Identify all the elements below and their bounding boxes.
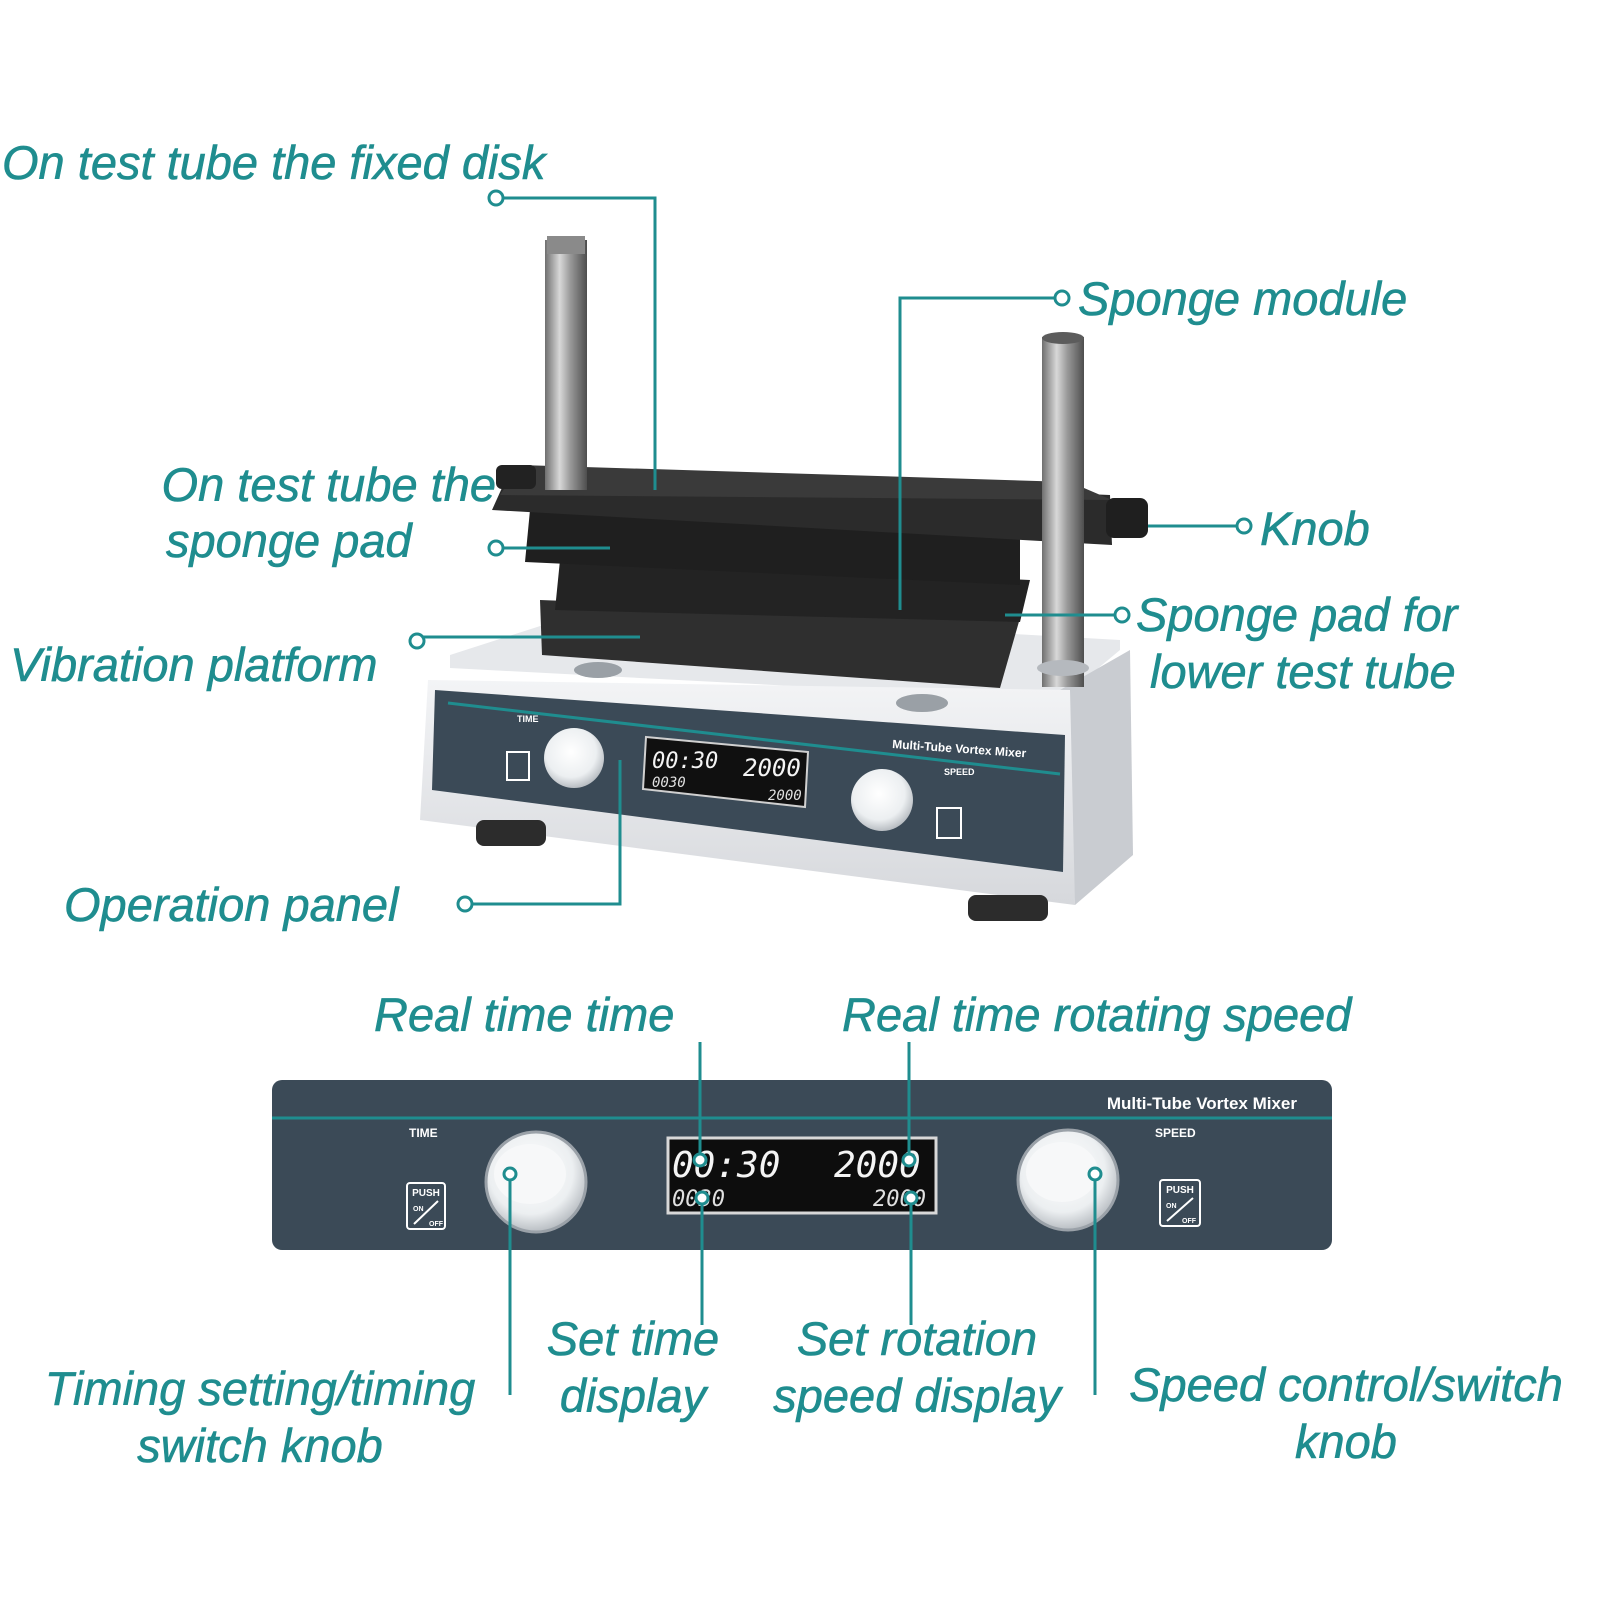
label-fixed-disk: On test tube the fixed disk bbox=[2, 136, 546, 190]
leader-dot-operation-panel bbox=[456, 895, 474, 913]
lower-leader-lines bbox=[502, 1042, 1103, 1395]
leader-dot-knob bbox=[1235, 517, 1253, 535]
lcd-time-real: 00:30 bbox=[672, 1145, 780, 1186]
right-rod-top bbox=[1042, 332, 1084, 344]
leader-dot-vibration-platform bbox=[408, 632, 426, 650]
small-lcd-speed-set: 2000 bbox=[768, 788, 802, 804]
time-push-switch-frame[interactable] bbox=[406, 1182, 446, 1230]
panel-closeup: Multi-Tube Vortex Mixer TIME SPEED PUSH … bbox=[272, 1080, 1332, 1250]
label-set-rotation-display: Set rotation speed display bbox=[773, 1312, 1061, 1423]
lcd-display[interactable] bbox=[666, 1136, 938, 1215]
fixed-disk-top bbox=[500, 465, 1112, 500]
leader-dot-sponge-module bbox=[1053, 289, 1071, 307]
leader-dot-timing-knob bbox=[502, 1166, 518, 1182]
time-push-label: PUSH bbox=[412, 1188, 440, 1199]
leader-fixed-disk bbox=[503, 196, 657, 490]
label-sponge-pad-lower: Sponge pad for lower test tube bbox=[1136, 588, 1458, 699]
time-knob[interactable] bbox=[544, 728, 604, 788]
leader-dot-speed-knob bbox=[1087, 1166, 1103, 1182]
base-foot bbox=[476, 820, 546, 846]
leader-operation-panel bbox=[472, 760, 622, 906]
speed-push-button[interactable] bbox=[936, 807, 962, 839]
panel-accent-line bbox=[447, 701, 1061, 776]
time-push-slash bbox=[413, 1200, 439, 1225]
small-lcd-speed-real: 2000 bbox=[743, 754, 801, 782]
panel-closeup-device-name: Multi-Tube Vortex Mixer bbox=[1107, 1094, 1298, 1113]
rod-collar bbox=[1037, 660, 1089, 676]
label-set-time-display: Set time display bbox=[546, 1312, 720, 1423]
speed-push-label: PUSH bbox=[1166, 1185, 1194, 1196]
label-knob: Knob bbox=[1260, 502, 1370, 556]
leader-dot-fixed-disk bbox=[487, 189, 505, 207]
leader-dot-sponge-pad-lower bbox=[1113, 606, 1131, 624]
leader-dot-sponge-pad-upper bbox=[487, 539, 505, 557]
time-push-button[interactable] bbox=[506, 751, 530, 781]
label-sponge-pad-upper: On test tube the bbox=[161, 458, 496, 512]
label-sponge-pad-upper-line2: sponge pad bbox=[166, 514, 412, 568]
vibration-platform-plate bbox=[540, 600, 1020, 688]
leader-dot-real-time-time bbox=[692, 1152, 708, 1168]
panel-closeup-speed-label: SPEED bbox=[1155, 1126, 1196, 1140]
small-lcd-time-real: 00:30 bbox=[652, 749, 718, 774]
base-side bbox=[1060, 650, 1133, 905]
label-sponge-module: Sponge module bbox=[1078, 272, 1408, 326]
time-push-off: OFF bbox=[429, 1221, 444, 1228]
timing-knob-cap bbox=[494, 1144, 566, 1204]
label-speed-knob: Speed control/switch knob bbox=[1129, 1358, 1563, 1469]
right-rod bbox=[1042, 337, 1084, 687]
speed-push-on: ON bbox=[1166, 1203, 1177, 1210]
leader-dot-real-time-speed bbox=[901, 1152, 917, 1168]
platform-support bbox=[574, 662, 622, 678]
speed-push-slash bbox=[1166, 1197, 1194, 1222]
panel-time-label: TIME bbox=[517, 714, 539, 724]
speed-push-switch[interactable]: PUSH ON OFF bbox=[1159, 1179, 1201, 1227]
leader-dot-set-rotation-display bbox=[903, 1190, 919, 1206]
right-clamp-knob[interactable] bbox=[1106, 498, 1148, 538]
label-real-time-time: Real time time bbox=[374, 988, 675, 1042]
leader-dot-set-time-display bbox=[694, 1190, 710, 1206]
speed-control-knob-cap bbox=[1026, 1142, 1098, 1202]
label-timing-knob: Timing setting/timing switch knob bbox=[44, 1362, 476, 1473]
panel-speed-label: SPEED bbox=[944, 767, 975, 777]
small-lcd-time-set: 0030 bbox=[652, 775, 686, 791]
left-clamp-knob[interactable] bbox=[496, 465, 536, 489]
platform-support bbox=[896, 694, 948, 712]
upper-leader-lines bbox=[408, 189, 1253, 913]
left-rod bbox=[545, 240, 587, 490]
base-foot bbox=[968, 895, 1048, 921]
small-lcd-display[interactable] bbox=[641, 735, 810, 809]
speed-knob[interactable] bbox=[851, 769, 913, 831]
time-push-on: ON bbox=[413, 1206, 424, 1213]
vortex-mixer-illustration: TIME SPEED Multi-Tube Vortex Mixer 00:30… bbox=[420, 236, 1148, 921]
label-operation-panel: Operation panel bbox=[64, 878, 399, 932]
left-rod-cap bbox=[547, 236, 585, 254]
label-vibration-platform: Vibration platform bbox=[10, 638, 378, 692]
panel-closeup-time-label: TIME bbox=[409, 1126, 438, 1140]
leader-sponge-module bbox=[898, 296, 1055, 610]
time-push-switch[interactable]: PUSH ON OFF bbox=[406, 1182, 446, 1230]
speed-push-switch-frame[interactable] bbox=[1159, 1179, 1201, 1227]
speed-push-off: OFF bbox=[1182, 1218, 1197, 1225]
label-real-time-speed: Real time rotating speed bbox=[842, 988, 1352, 1042]
